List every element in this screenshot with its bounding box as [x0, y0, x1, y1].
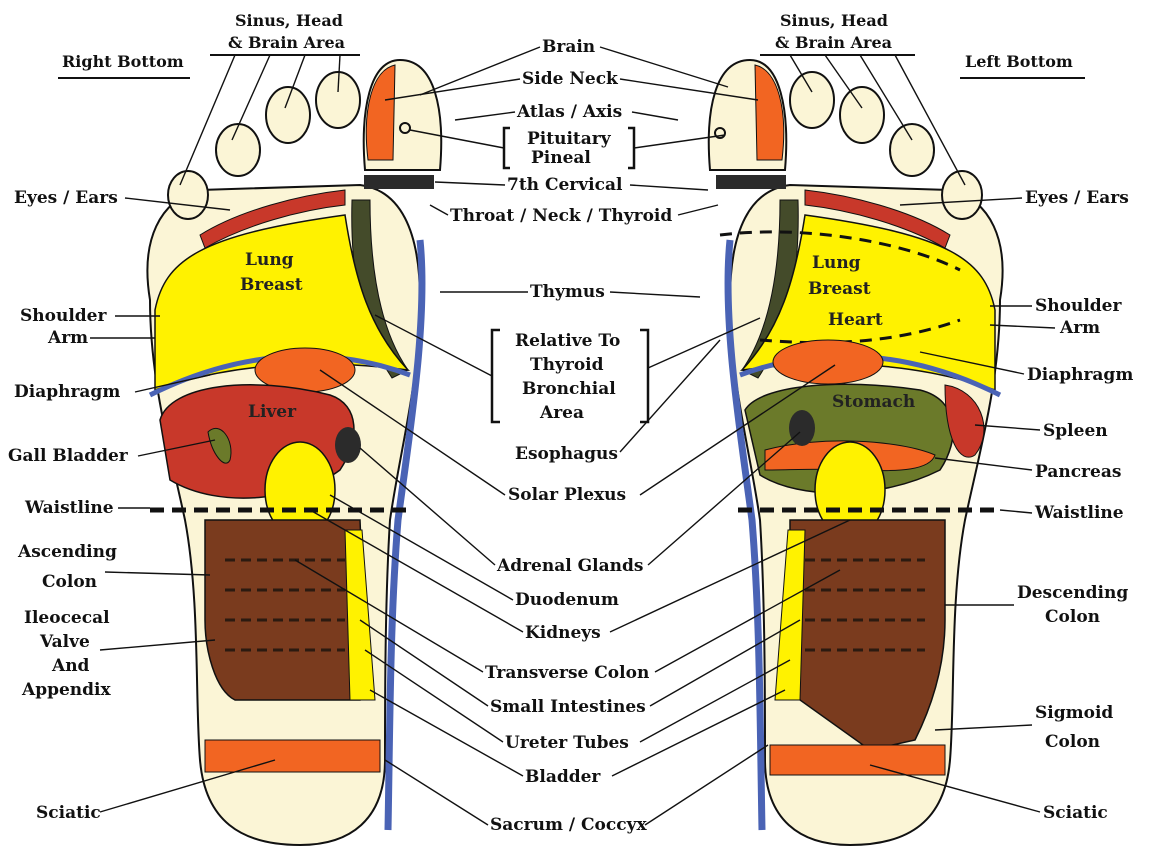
- label-duodenum: Duodenum: [515, 590, 619, 610]
- label-solar-plexus: Solar Plexus: [508, 485, 626, 505]
- label-arm-right: Arm: [1059, 318, 1100, 338]
- label-ileo-2: Valve: [39, 632, 90, 652]
- label-stomach: Stomach: [832, 392, 915, 412]
- label-descending-2: Colon: [1045, 607, 1100, 627]
- label-side-neck: Side Neck: [522, 69, 619, 89]
- label-kidneys: Kidneys: [525, 623, 601, 643]
- label-brain: Brain: [542, 37, 595, 57]
- label-shoulder-right: Shoulder: [1035, 296, 1122, 316]
- label-waistline-right: Waistline: [1034, 503, 1124, 523]
- sinus-right-line1: Sinus, Head: [780, 11, 888, 30]
- label-diaphragm-right: Diaphragm: [1027, 365, 1133, 385]
- right-side-neck-area: [366, 65, 395, 160]
- label-7th-cervical: 7th Cervical: [507, 175, 623, 195]
- label-sacrum: Sacrum / Coccyx: [490, 815, 647, 835]
- right-adrenal: [335, 427, 361, 463]
- label-liver: Liver: [248, 402, 297, 422]
- label-sciatic-right: Sciatic: [1043, 803, 1108, 823]
- label-sigmoid-1: Sigmoid: [1035, 703, 1113, 723]
- label-descending-1: Descending: [1017, 583, 1128, 603]
- left-foot: [709, 60, 1003, 845]
- label-throat: Throat / Neck / Thyroid: [450, 206, 672, 226]
- left-solar-plexus: [773, 340, 883, 384]
- left-toe-4: [890, 124, 934, 176]
- label-ascending-2: Colon: [42, 572, 97, 592]
- label-breast-right: Breast: [808, 279, 871, 299]
- label-breast-left: Breast: [240, 275, 303, 295]
- label-relative-3: Bronchial: [522, 379, 616, 399]
- label-bladder: Bladder: [525, 767, 601, 787]
- label-ileo-1: Ileocecal: [24, 608, 110, 628]
- label-gall-bladder: Gall Bladder: [8, 446, 129, 466]
- right-sciatic-band: [205, 740, 380, 772]
- label-waistline-left: Waistline: [24, 498, 114, 518]
- left-bottom-header: Left Bottom: [965, 52, 1073, 71]
- sinus-left-line2: & Brain Area: [228, 33, 345, 52]
- label-arm-left: Arm: [47, 328, 88, 348]
- label-transverse: Transverse Colon: [485, 663, 649, 683]
- label-relative-1: Relative To: [515, 331, 620, 351]
- label-sciatic-left: Sciatic: [36, 803, 101, 823]
- label-ureter: Ureter Tubes: [505, 733, 629, 753]
- label-adrenal: Adrenal Glands: [496, 556, 643, 576]
- label-ileo-3: And: [51, 656, 90, 676]
- label-eyes-ears-left: Eyes / Ears: [14, 188, 118, 208]
- right-toe-5: [168, 171, 208, 219]
- label-ileo-4: Appendix: [21, 680, 111, 700]
- label-relative-2: Thyroid: [530, 355, 604, 375]
- label-esophagus: Esophagus: [515, 444, 618, 464]
- right-toe-3: [266, 87, 310, 143]
- label-diaphragm-left: Diaphragm: [14, 382, 120, 402]
- label-lung-left: Lung: [245, 250, 294, 270]
- label-shoulder-left: Shoulder: [20, 306, 107, 326]
- left-cervical-band: [716, 175, 786, 189]
- label-small-intestines: Small Intestines: [490, 697, 646, 717]
- label-pancreas: Pancreas: [1035, 462, 1121, 482]
- right-bottom-header: Right Bottom: [62, 52, 184, 71]
- right-toe-4: [216, 124, 260, 176]
- left-toe-2: [790, 72, 834, 128]
- label-lung-right: Lung: [812, 253, 861, 273]
- right-cervical-band: [364, 175, 434, 189]
- label-spleen: Spleen: [1043, 421, 1108, 441]
- sinus-right-line2: & Brain Area: [775, 33, 892, 52]
- label-pineal: Pineal: [531, 148, 591, 168]
- left-sciatic-band: [770, 745, 945, 775]
- left-adrenal: [789, 410, 815, 446]
- label-pituitary: Pituitary: [527, 129, 612, 149]
- label-ascending-1: Ascending: [17, 542, 117, 562]
- label-eyes-ears-right: Eyes / Ears: [1025, 188, 1129, 208]
- right-colon-area: [205, 520, 365, 700]
- label-heart: Heart: [828, 310, 883, 330]
- left-toe-3: [840, 87, 884, 143]
- label-thymus: Thymus: [530, 282, 605, 302]
- label-sigmoid-2: Colon: [1045, 732, 1100, 752]
- right-foot: [147, 60, 441, 845]
- left-side-neck-area: [755, 65, 784, 160]
- label-relative-4: Area: [539, 403, 584, 423]
- sinus-left-line1: Sinus, Head: [235, 11, 343, 30]
- label-atlas-axis: Atlas / Axis: [516, 102, 622, 122]
